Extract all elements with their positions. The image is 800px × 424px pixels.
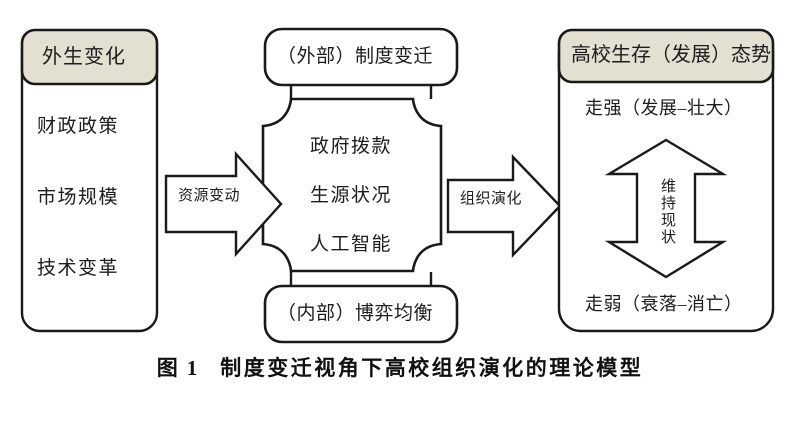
core-box-item-2: 人工智能 [310,234,393,255]
right-panel-header [557,28,775,84]
top-pill-label: （外部）制度变迁 [277,46,434,67]
bottom-pill-shape [263,284,459,344]
left-panel-item-1: 市场规模 [37,187,120,208]
left-panel-header-label: 外生变化 [42,46,126,68]
bottom-pill-label: （内部）博弈均衡 [277,303,434,324]
left-block-arrow [164,150,283,258]
vertical-arrow-label: 维持现状 [659,178,675,246]
caption-number: 1 [186,356,199,380]
top-pill-shape [263,27,459,87]
core-box-item-1: 生源状况 [310,185,393,206]
right-arrow-label: 组织演化 [460,191,523,207]
left-panel-item-0: 财政政策 [37,116,120,137]
left-arrow-label: 资源变动 [178,188,241,204]
right-panel-bottom-outcome: 走弱（衰落–消亡） [585,294,743,314]
caption-prefix: 图 [156,356,179,380]
left-panel-item-2: 技术变革 [37,258,120,279]
left-panel-header [20,28,159,86]
vertical-double-arrow [604,138,728,279]
right-panel-top-outcome: 走强（发展–壮大） [585,98,743,118]
caption-title: 制度变迁视角下高校组织演化的理论模型 [220,356,644,380]
core-box-shape [261,97,443,273]
right-block-arrow [446,154,562,258]
core-box-item-0: 政府拨款 [310,136,393,157]
right-panel-header-label: 高校生存（发展）态势 [571,44,771,66]
